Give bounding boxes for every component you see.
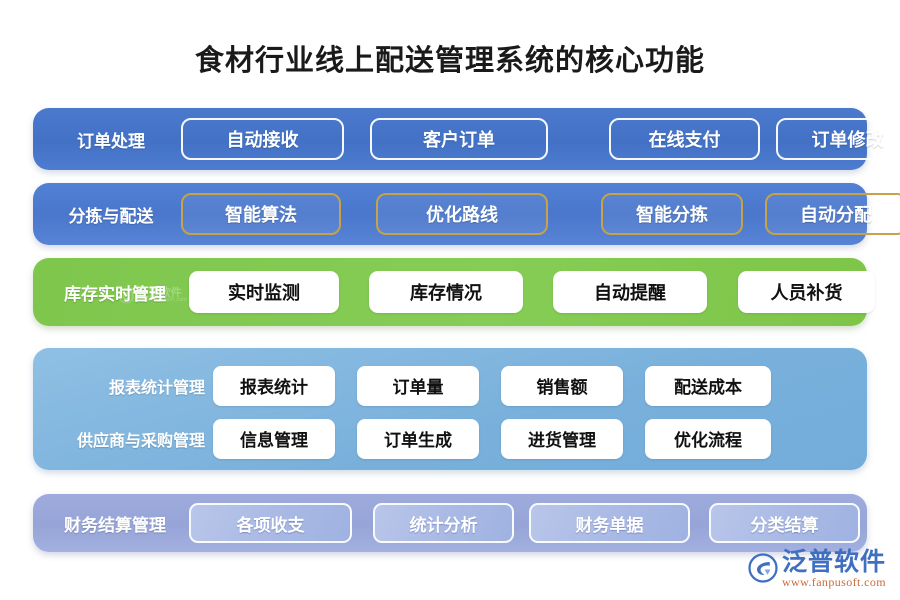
pill-financial-documents[interactable]: 财务单据 [529,503,690,543]
band-label-inventory-realtime: 库存实时管理 [64,284,166,305]
pill-group-financial-settlement: 各项收支 统计分析 财务单据 分类结算 [189,494,867,552]
pill-report-statistics[interactable]: 报表统计 [213,365,335,406]
pill-group-order-processing: 自动接收 客户订单 在线支付 订单修改 [181,108,900,170]
band-row-reports: 报表统计管理 报表统计 订单量 销售额 配送成本 [33,362,867,409]
brand-url: www.fanpusoft.com [781,574,886,589]
pill-group-report-statistics: 报表统计 订单量 销售额 配送成本 [213,362,867,409]
band-label-report-statistics: 报表统计管理 [108,377,205,397]
brand-swirl-icon [748,553,778,583]
pill-auto-receive[interactable]: 自动接收 [181,118,344,160]
pill-info-management[interactable]: 信息管理 [213,418,335,459]
band-label-supplier-procurement: 供应商与采购管理 [76,430,205,450]
band-row: 库存实时管理 实时监测 库存情况 自动提醒 人员补货 [33,258,875,326]
pill-group-supplier-procurement: 信息管理 订单生成 进货管理 优化流程 [213,415,867,462]
pill-smart-algorithm[interactable]: 智能算法 [181,193,341,235]
brand-name: 泛普软件 [781,546,886,576]
pill-stock-status[interactable]: 库存情况 [369,271,523,313]
pill-order-modify[interactable]: 订单修改 [776,118,900,160]
band-financial-settlement: 财务结算管理 各项收支 统计分析 财务单据 分类结算 [33,494,867,552]
pill-statistical-analysis[interactable]: 统计分析 [373,503,514,543]
pill-group-inventory: 实时监测 库存情况 自动提醒 人员补货 [189,258,875,326]
band-row: 财务结算管理 各项收支 统计分析 财务单据 分类结算 [33,494,867,552]
pill-staff-replenish[interactable]: 人员补货 [738,271,875,313]
pill-auto-assign[interactable]: 自动分配 [765,193,900,235]
pill-optimized-route[interactable]: 优化路线 [376,193,548,235]
pill-purchase-management[interactable]: 进货管理 [501,418,623,459]
pill-order-generation[interactable]: 订单生成 [357,418,479,459]
band-inventory-realtime: 库存实时管理 实时监测 库存情况 自动提醒 人员补货 [33,258,875,326]
pill-realtime-monitor[interactable]: 实时监测 [189,271,339,313]
brand-texts: 泛普软件 www.fanpusoft.com [782,548,886,589]
band-reports-procurement: 报表统计管理 报表统计 订单量 销售额 配送成本 供应商与采购管理 信息管理 订… [33,348,867,470]
pill-classified-settlement[interactable]: 分类结算 [709,503,860,543]
pill-online-payment[interactable]: 在线支付 [609,118,760,160]
pill-order-volume[interactable]: 订单量 [357,365,479,406]
pill-sales-amount[interactable]: 销售额 [501,365,623,406]
band-label-order-processing: 订单处理 [77,131,145,152]
pill-process-optimization[interactable]: 优化流程 [645,418,771,459]
pill-delivery-cost[interactable]: 配送成本 [645,365,771,406]
pill-income-expense[interactable]: 各项收支 [189,503,352,543]
band-label-financial-settlement: 财务结算管理 [64,515,166,536]
band-label-sorting-delivery: 分拣与配送 [68,206,154,227]
pill-customer-order[interactable]: 客户订单 [370,118,548,160]
band-row-procurement: 供应商与采购管理 信息管理 订单生成 进货管理 优化流程 [33,415,867,462]
pill-smart-sorting[interactable]: 智能分拣 [601,193,743,235]
band-row: 分拣与配送 智能算法 优化路线 智能分拣 自动分配 [33,183,900,245]
page-title: 食材行业线上配送管理系统的核心功能 [194,43,705,77]
pill-auto-reminder[interactable]: 自动提醒 [553,271,707,313]
brand-logo: 泛普软件 www.fanpusoft.com [748,546,886,590]
band-order-processing: 订单处理 自动接收 客户订单 在线支付 订单修改 [33,108,900,170]
band-sorting-delivery: 分拣与配送 智能算法 优化路线 智能分拣 自动分配 [33,183,900,245]
band-row: 订单处理 自动接收 客户订单 在线支付 订单修改 [33,108,900,170]
pill-group-sorting-delivery: 智能算法 优化路线 智能分拣 自动分配 [181,183,900,245]
